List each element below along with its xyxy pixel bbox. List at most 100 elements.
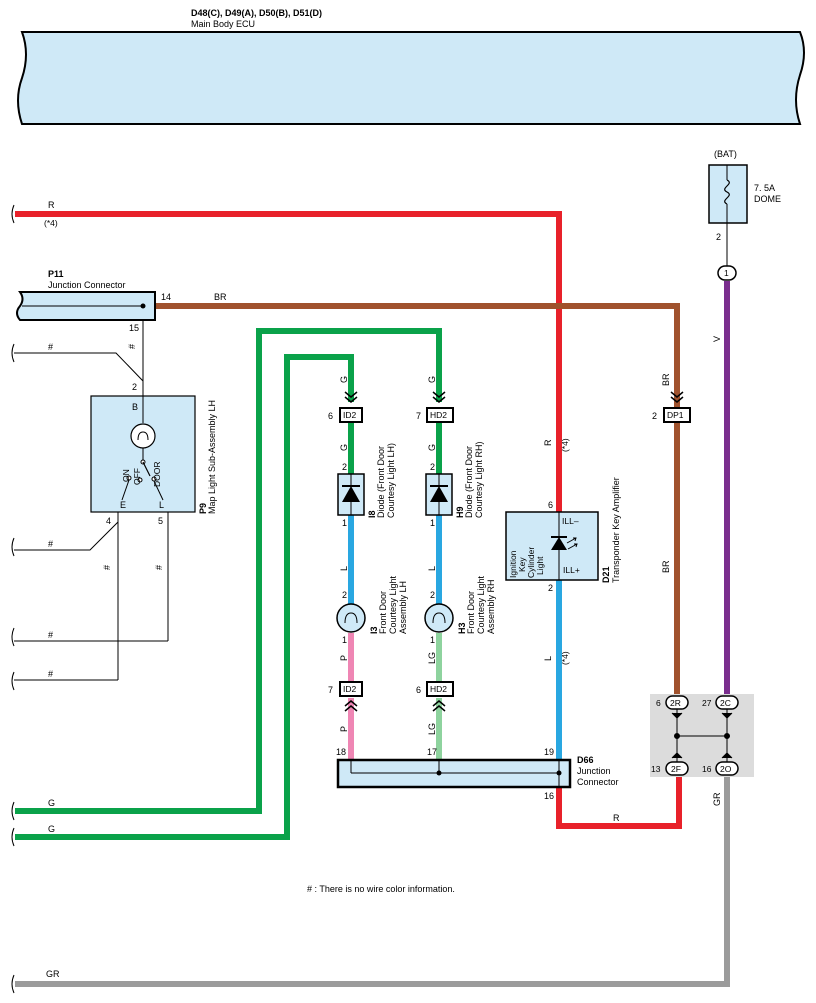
p11-code: P11 — [48, 269, 64, 279]
d21-ill-plus: ILL+ — [563, 565, 580, 575]
i3-name-2: Courtesy Light — [388, 575, 398, 634]
label-l-d21: L — [543, 656, 553, 661]
label-hash-6: # — [48, 630, 53, 640]
courtesy-light-h3: 2 1 — [424, 590, 454, 645]
courtesy-light-i3: 2 1 — [336, 590, 366, 645]
ecu-codes: D48(C), D49(A), D50(B), D51(D) — [191, 8, 322, 18]
svg-text:HD2: HD2 — [430, 410, 447, 420]
svg-text:ID2: ID2 — [343, 410, 357, 420]
label-l-h3: L — [427, 566, 437, 571]
p9-sw-off: OFF — [132, 468, 142, 485]
svg-text:1: 1 — [430, 635, 435, 645]
svg-text:16: 16 — [702, 764, 712, 774]
bulb-icon — [336, 603, 366, 633]
p9-sw-door: DOOR — [152, 462, 162, 488]
i3-name-3: Assembly LH — [398, 581, 408, 634]
p9-term-b: B — [132, 402, 138, 412]
fuse-bat: (BAT) — [714, 149, 737, 159]
svg-text:1: 1 — [430, 518, 435, 528]
diode-i8: 2 1 — [337, 462, 365, 528]
main-body-ecu-block — [17, 31, 805, 125]
wire-g-outer — [15, 328, 442, 814]
label-g-h9: G — [427, 444, 437, 451]
d66-pin-17: 17 — [427, 747, 437, 757]
wire-g-inner — [15, 354, 354, 840]
p9-code: P9 — [198, 503, 208, 514]
label-p-upper: P — [339, 655, 349, 661]
h3-code: H3 — [457, 622, 467, 634]
i8-name-2: Courtesy Light LH) — [386, 443, 396, 518]
label-br-top: BR — [214, 292, 227, 302]
label-g-outer: G — [48, 798, 55, 808]
label-r-bottom: R — [613, 813, 620, 823]
svg-text:6: 6 — [328, 411, 333, 421]
label-lg-upper: LG — [427, 652, 437, 664]
d66-pin-19: 19 — [544, 747, 554, 757]
h3-name-1: Front Door — [466, 591, 476, 634]
label-hash-4: # — [102, 565, 112, 570]
svg-text:13: 13 — [651, 764, 661, 774]
i3-code: I3 — [369, 626, 379, 634]
note-text: # : There is no wire color information. — [307, 884, 455, 894]
svg-text:1: 1 — [342, 518, 347, 528]
p9-switch-icon — [142, 461, 151, 477]
i3-name-1: Front Door — [378, 591, 388, 634]
label-g-id2: G — [339, 376, 349, 383]
svg-text:6: 6 — [416, 685, 421, 695]
fuse-name: DOME — [754, 194, 781, 204]
label-star4-d21: (*4) — [560, 438, 570, 452]
jb-internal — [671, 709, 733, 763]
p11-pin-14: 14 — [161, 292, 171, 302]
d66-name-2: Connector — [577, 777, 619, 787]
label-star4-left: (*4) — [44, 218, 58, 228]
i8-name-1: Diode (Front Door — [376, 446, 386, 518]
d21-code: D21 — [601, 566, 611, 583]
jb-connector-2f: 2F 13 — [651, 761, 689, 776]
svg-text:2: 2 — [430, 590, 435, 600]
jb-connector-2o: 2O 16 — [702, 761, 739, 776]
h3-name-2: Courtesy Light — [476, 575, 486, 634]
jb-connector-2r: 2R 6 — [656, 695, 689, 710]
label-l-i3: L — [339, 566, 349, 571]
label-g-i8: G — [339, 444, 349, 451]
h9-name-1: Diode (Front Door — [464, 446, 474, 518]
svg-text:2: 2 — [652, 411, 657, 421]
p9-term-l: L — [159, 500, 164, 510]
d21-pin-6: 6 — [548, 500, 553, 510]
ecu-name: Main Body ECU — [191, 19, 255, 29]
svg-text:7: 7 — [328, 685, 333, 695]
connector-id2-top: ID2 6 — [328, 391, 363, 423]
svg-text:DP1: DP1 — [667, 410, 684, 420]
fuse-jc-pin: 1 — [724, 268, 729, 278]
svg-text:2O: 2O — [720, 764, 732, 774]
connector-hd2-top: HD2 7 — [416, 391, 454, 423]
svg-text:2: 2 — [342, 590, 347, 600]
d21-transponder-box — [505, 511, 599, 581]
label-p-lower: P — [339, 726, 349, 732]
p9-name: Map Light Sub-Assembly LH — [207, 400, 217, 514]
p9-sw-on: ON — [121, 469, 131, 482]
d21-name: Transponder Key Amplifier — [611, 477, 621, 583]
svg-text:6: 6 — [656, 698, 661, 708]
h9-code: H9 — [455, 506, 465, 518]
svg-text:7: 7 — [416, 411, 421, 421]
d21-inner-2: Key — [517, 557, 527, 572]
hash-wires — [14, 318, 169, 681]
label-g-inner: G — [48, 824, 55, 834]
svg-text:1: 1 — [342, 635, 347, 645]
p9-pin-5: 5 — [158, 516, 163, 526]
label-hash-1: # — [48, 342, 53, 352]
svg-text:2F: 2F — [671, 764, 681, 774]
label-star4-l: (*4) — [560, 651, 570, 665]
fuse-rating: 7. 5A — [754, 183, 775, 193]
label-g-hd2: G — [427, 376, 437, 383]
d21-inner-3: Cylinder — [526, 547, 536, 578]
jb-connector-2c: 2C 27 — [702, 695, 739, 710]
label-hash-5: # — [154, 565, 164, 570]
d21-led-icon — [551, 537, 567, 550]
d21-pin-2: 2 — [548, 583, 553, 593]
label-br-dp1: BR — [661, 373, 671, 386]
d66-name-1: Junction — [577, 766, 611, 776]
d21-inner-4: Light — [535, 556, 545, 575]
